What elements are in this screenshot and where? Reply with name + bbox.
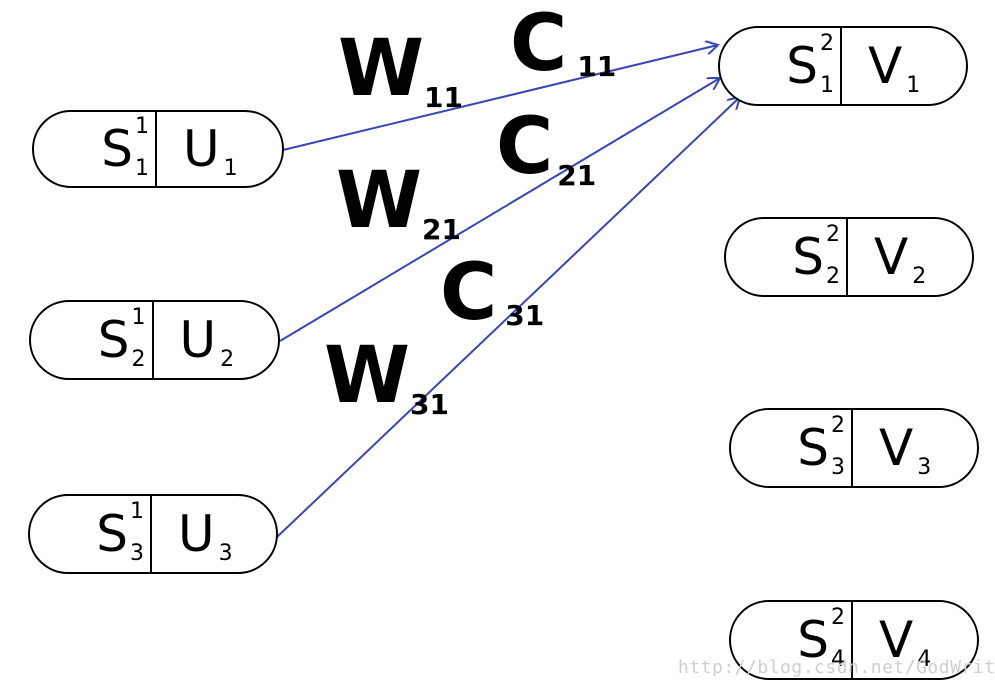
c-label-c21-main: C (496, 102, 554, 192)
weight-label-w21: W21 (336, 162, 461, 244)
right-node-1-s-sup: 2 (820, 31, 834, 56)
left-node-2-u: U (179, 311, 217, 369)
left-node-1-divider (155, 112, 157, 186)
right-node-4-s-sub: 4 (831, 647, 845, 672)
right-node-2-v: V (874, 228, 909, 286)
left-node-3-s-sub: 3 (130, 541, 144, 566)
weight-label-w11: W11 (338, 30, 463, 112)
left-node-3-s: S (96, 505, 128, 563)
left-node-1-s-sup: 1 (135, 114, 149, 139)
left-node-3-u-sub: 3 (218, 541, 233, 566)
left-node-3-u: U (178, 505, 215, 563)
right-node-4-divider (851, 602, 853, 678)
left-node-3-divider (150, 496, 152, 572)
c-label-c11-main: C (510, 0, 568, 89)
right-node-4-v-sub: 4 (917, 647, 932, 672)
edge-u2-to-v1 (279, 78, 720, 342)
right-node-4-s: S (797, 611, 829, 669)
right-node-4-s-sup: 2 (831, 605, 845, 630)
left-node-3-s-sup: 1 (130, 499, 144, 524)
left-node-1-u: U (183, 120, 220, 178)
watermark-text: http://blog.csdn.net/GodWriter (678, 657, 995, 678)
right-node-3-v-sub: 3 (917, 455, 932, 480)
right-node-1-v: V (868, 37, 903, 95)
weight-label-w21-main: W (336, 156, 423, 246)
edge-u3-to-v1 (276, 97, 740, 538)
weight-label-w31-sub: 31 (410, 388, 450, 421)
right-node-1-s-sub: 1 (820, 73, 834, 98)
c-label-c21-sub: 21 (557, 159, 597, 192)
left-node-2-s-sup: 1 (131, 305, 146, 330)
right-node-2-s-sub: 2 (826, 264, 840, 289)
right-node-2-v-sub: 2 (912, 264, 927, 289)
right-node-3-s-sup: 2 (831, 413, 845, 438)
left-node-2-divider (151, 302, 154, 378)
right-node-1-v-sub: 1 (906, 73, 921, 98)
right-node-3-s: S (797, 419, 829, 477)
weight-label-w11-sub: 11 (424, 81, 464, 114)
weight-label-w21-sub: 21 (422, 213, 462, 246)
right-node-3-v: V (879, 419, 914, 477)
weight-label-w11-main: W (338, 24, 425, 114)
right-node-1-divider (840, 28, 842, 104)
right-node-4-v: V (879, 611, 914, 669)
right-node-2-divider (846, 219, 848, 295)
right-node-2-s-sup: 2 (826, 222, 840, 247)
edge-u1-to-v1 (282, 45, 718, 151)
left-node-1-s-sub: 1 (135, 156, 149, 181)
c-label-c31-main: C (440, 248, 498, 338)
left-node-1-s: S (101, 120, 133, 178)
right-node-3-divider (851, 410, 853, 486)
left-node-2-s: S (97, 311, 130, 369)
weight-label-w31-main: W (324, 331, 411, 421)
c-label-c31-sub: 31 (505, 299, 545, 332)
right-node-3-s-sub: 3 (831, 455, 845, 480)
right-node-1-s: S (786, 37, 818, 95)
left-node-1-u-sub: 1 (223, 156, 238, 181)
weight-label-w31: W31 (324, 337, 449, 419)
left-node-2-s-sub: 2 (131, 347, 146, 372)
left-node-2-u-sub: 2 (220, 347, 235, 372)
right-node-2-s: S (792, 228, 824, 286)
c-label-c11-sub: 11 (577, 50, 617, 83)
